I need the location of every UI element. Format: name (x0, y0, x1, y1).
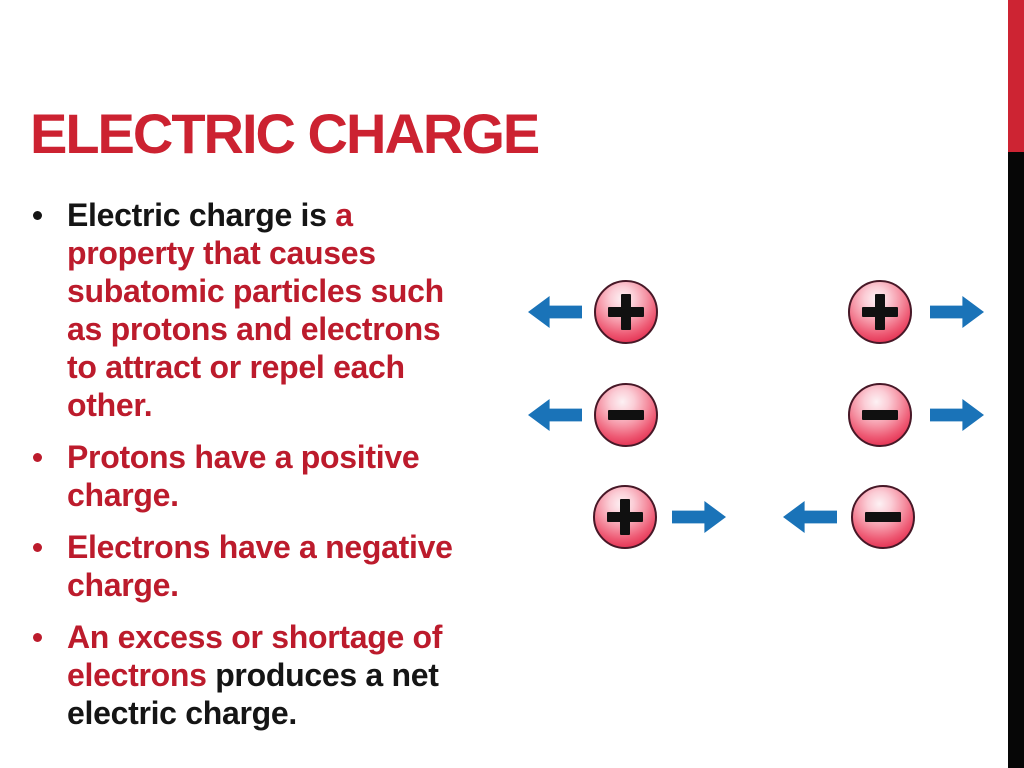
bullet-text-segment: electrons (67, 657, 216, 693)
bullet-marker (33, 453, 42, 462)
stripe-black-segment (1008, 152, 1024, 768)
bullet-text-segment: subatomic particles such (67, 273, 444, 309)
bullet-text: Protons have a positive charge. (67, 438, 510, 514)
bullet-text-segment: property that causes (67, 235, 376, 271)
bullet-item-net-charge: An excess or shortage of electrons produ… (30, 618, 510, 732)
bullet-item-electrons: Electrons have a negative charge. (30, 528, 510, 604)
bullet-marker (33, 633, 42, 642)
bullet-item-definition: Electric charge is a property that cause… (30, 196, 510, 424)
arrow-left-icon (783, 501, 837, 533)
bullet-text-segment: charge. (67, 567, 179, 603)
electron-sphere (851, 485, 915, 549)
proton-sphere (594, 280, 658, 344)
bullet-list: Electric charge is a property that cause… (30, 196, 510, 746)
right-edge-stripe (1008, 0, 1024, 768)
plus-icon (596, 282, 656, 342)
plus-icon (595, 487, 655, 547)
electron-sphere (848, 383, 912, 447)
bullet-item-protons: Protons have a positive charge. (30, 438, 510, 514)
arrow-right-icon (672, 501, 726, 533)
bullet-text-segment: as protons and electrons (67, 311, 441, 347)
bullet-text-segment: Electrons have a negative (67, 529, 453, 565)
minus-icon (850, 385, 910, 445)
arrow-right-icon (930, 399, 984, 431)
bullet-text-segment: other. (67, 387, 153, 423)
stripe-red-segment (1008, 0, 1024, 152)
bullet-text-segment: produces a net (215, 657, 439, 693)
bullet-marker (33, 543, 42, 552)
minus-icon (853, 487, 913, 547)
bullet-text-segment: Electric charge is (67, 197, 336, 233)
arrow-left-icon (528, 296, 582, 328)
bullet-text-segment: Protons have a positive (67, 439, 420, 475)
bullet-text: Electrons have a negative charge. (67, 528, 510, 604)
arrow-right-icon (930, 296, 984, 328)
bullet-text: Electric charge is a property that cause… (67, 196, 510, 424)
plus-icon (850, 282, 910, 342)
slide-title: ELECTRIC CHARGE (30, 102, 540, 165)
electron-sphere (594, 383, 658, 447)
bullet-text-segment: An excess or shortage of (67, 619, 443, 655)
bullet-text: An excess or shortage of electrons produ… (67, 618, 510, 732)
bullet-text-segment: to attract or repel each (67, 349, 405, 385)
arrow-left-icon (528, 399, 582, 431)
bullet-text-segment: a (335, 197, 353, 233)
bullet-marker (33, 211, 42, 220)
proton-sphere (848, 280, 912, 344)
charge-interaction-diagram (500, 270, 1010, 570)
minus-icon (596, 385, 656, 445)
bullet-text-segment: charge. (67, 477, 179, 513)
bullet-text-segment: electric charge. (67, 695, 297, 731)
proton-sphere (593, 485, 657, 549)
